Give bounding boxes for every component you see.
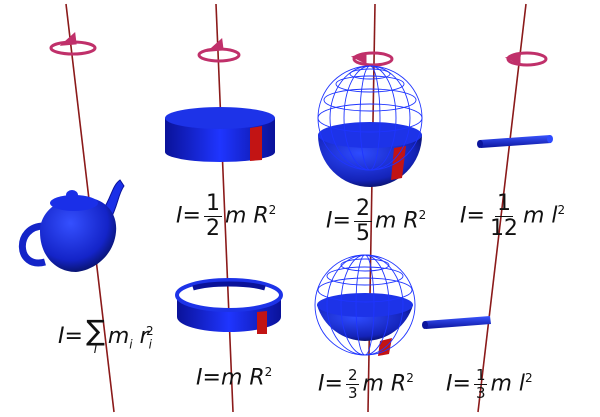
formula-hoop: I=m R2 bbox=[196, 365, 273, 391]
formula-equals: = bbox=[64, 324, 83, 350]
solid-cylinder-shape bbox=[165, 107, 275, 162]
formula-lhs: I bbox=[58, 324, 65, 350]
rotation-arrow-icon bbox=[197, 37, 241, 63]
rotation-arrow-icon bbox=[350, 51, 394, 67]
rotation-axis-sphere bbox=[367, 3, 376, 413]
sum-symbol: ∑i bbox=[85, 314, 105, 358]
rotation-axis-rod bbox=[477, 3, 527, 413]
solid-sphere-shape bbox=[317, 65, 423, 187]
rotation-arrow-icon bbox=[49, 31, 97, 56]
hollow-sphere-shape bbox=[314, 254, 416, 356]
thin-rod-center-shape bbox=[477, 135, 553, 148]
rotation-axis-cylinder bbox=[215, 3, 234, 413]
hoop-shape bbox=[175, 278, 283, 334]
thin-rod-end-shape bbox=[422, 316, 491, 329]
teapot-shape bbox=[18, 179, 125, 272]
rotation-arrow-icon bbox=[504, 51, 548, 67]
